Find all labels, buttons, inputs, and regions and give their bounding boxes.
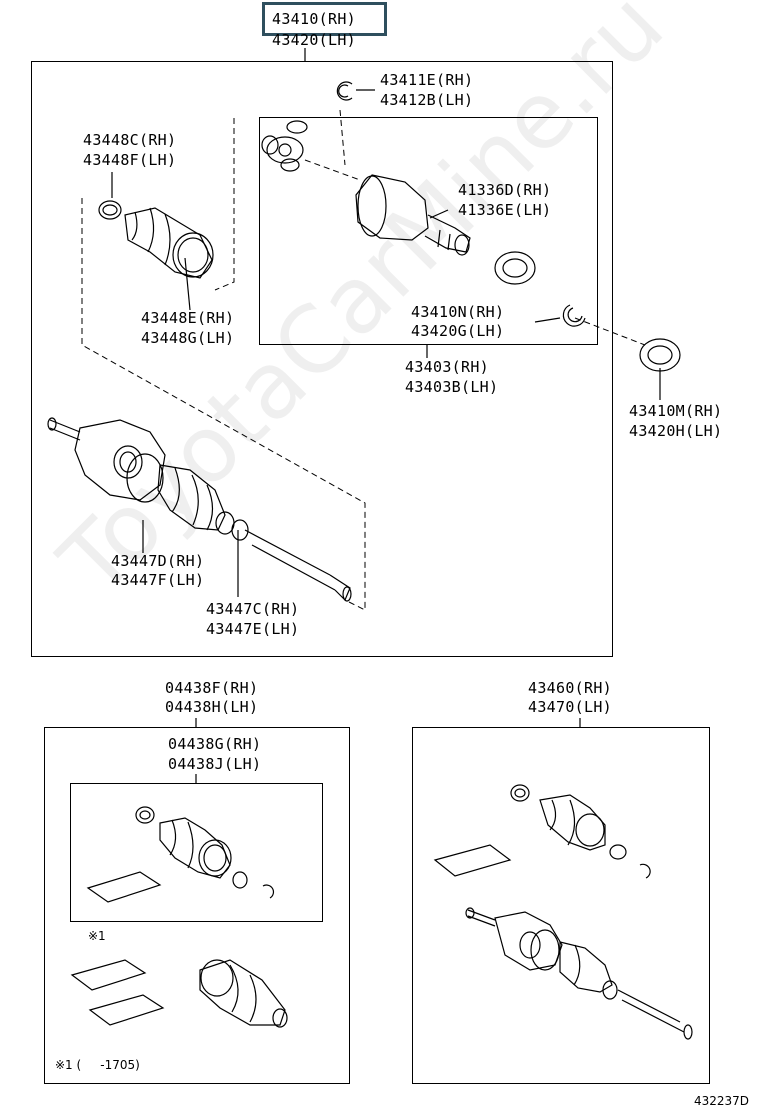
part-number-43403b[interactable]: 43403B(LH) (405, 378, 499, 396)
part-number-43460[interactable]: 43460(RH) (528, 679, 612, 697)
part-number-43448g[interactable]: 43448G(LH) (141, 329, 235, 347)
boot-kit-outer-box (44, 727, 350, 1084)
part-number-43420g[interactable]: 43420G(LH) (411, 322, 505, 340)
note-mark: ※1 (88, 929, 106, 943)
oil-seal-41336d (494, 251, 536, 285)
footnote: ※1 ( -1705) (55, 1058, 140, 1072)
part-number-04438h[interactable]: 04438H(LH) (165, 698, 259, 716)
part-number-43447c[interactable]: 43447C(RH) (206, 600, 300, 618)
part-number-43410[interactable]: 43410(RH) (272, 10, 356, 28)
part-number-04438f[interactable]: 04438F(RH) (165, 679, 259, 697)
part-number-43448c[interactable]: 43448C(RH) (83, 131, 177, 149)
boot-43448e (124, 207, 214, 279)
snap-ring-43411e (336, 81, 353, 101)
outboard-kit-43460 (433, 784, 693, 1040)
part-number-04438g[interactable]: 04438G(RH) (168, 735, 262, 753)
highlighted-part-number[interactable] (262, 2, 387, 36)
part-number-43447f[interactable]: 43447F(LH) (111, 571, 205, 589)
leader-lines (111, 48, 661, 783)
boot-clamp-43448c (98, 200, 122, 220)
dashed-guides (81, 109, 646, 611)
main-assembly-box (31, 61, 613, 657)
part-number-43411e[interactable]: 43411E(RH) (380, 71, 474, 89)
part-number-43410m[interactable]: 43410M(RH) (629, 402, 723, 420)
boot-kit-04438g (70, 806, 288, 1028)
inboard-housing (355, 174, 471, 256)
part-number-43448f[interactable]: 43448F(LH) (83, 151, 177, 169)
snap-ring-43410n (562, 304, 586, 327)
part-number-43403[interactable]: 43403(RH) (405, 358, 489, 376)
part-number-43420[interactable]: 43420(LH) (272, 31, 356, 49)
boot-kit-inner-box (70, 783, 323, 922)
part-number-43447e[interactable]: 43447E(LH) (206, 620, 300, 638)
inboard-joint-box (259, 117, 598, 345)
part-number-41336e[interactable]: 41336E(LH) (458, 201, 552, 219)
tripod-joint (261, 120, 308, 172)
part-number-43410n[interactable]: 43410N(RH) (411, 303, 505, 321)
oil-seal-43410m (639, 338, 681, 372)
part-number-41336d[interactable]: 41336D(RH) (458, 181, 552, 199)
drive-shaft-assembly (47, 417, 352, 602)
outboard-kit-box (412, 727, 710, 1084)
part-number-04438j[interactable]: 04438J(LH) (168, 755, 262, 773)
part-number-43448e[interactable]: 43448E(RH) (141, 309, 235, 327)
diagram-id: 432237D (694, 1094, 750, 1108)
part-number-43447d[interactable]: 43447D(RH) (111, 552, 205, 570)
part-number-43420h[interactable]: 43420H(LH) (629, 422, 723, 440)
part-number-43412b[interactable]: 43412B(LH) (380, 91, 474, 109)
part-number-43470[interactable]: 43470(LH) (528, 698, 612, 716)
